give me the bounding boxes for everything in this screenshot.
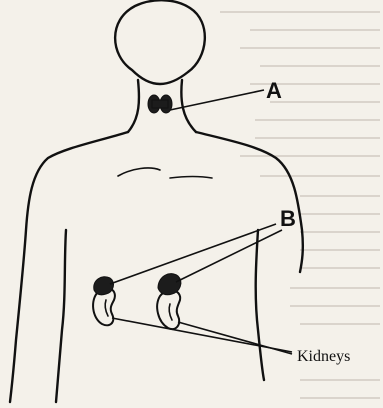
label-b: B (280, 206, 296, 231)
left-torso-side (56, 230, 66, 402)
pointer-b-left (110, 224, 276, 284)
label-kidneys: Kidneys (297, 348, 350, 365)
left-shoulder-arm (10, 132, 128, 402)
pointer-kidneys-right (178, 322, 292, 354)
left-adrenal-gland (94, 277, 114, 295)
pointer-a (170, 90, 264, 110)
neck-left (128, 80, 139, 132)
thyroid-gland (148, 95, 172, 113)
pointer-b-right (176, 230, 282, 282)
right-shoulder-arm (196, 132, 303, 272)
head-outline (115, 0, 205, 84)
chest-line-left (118, 168, 160, 176)
right-torso-side (256, 230, 264, 380)
right-adrenal-gland (158, 274, 181, 295)
chest-line-right (170, 177, 212, 179)
right-kidney (157, 290, 180, 329)
label-a: A (266, 78, 282, 103)
